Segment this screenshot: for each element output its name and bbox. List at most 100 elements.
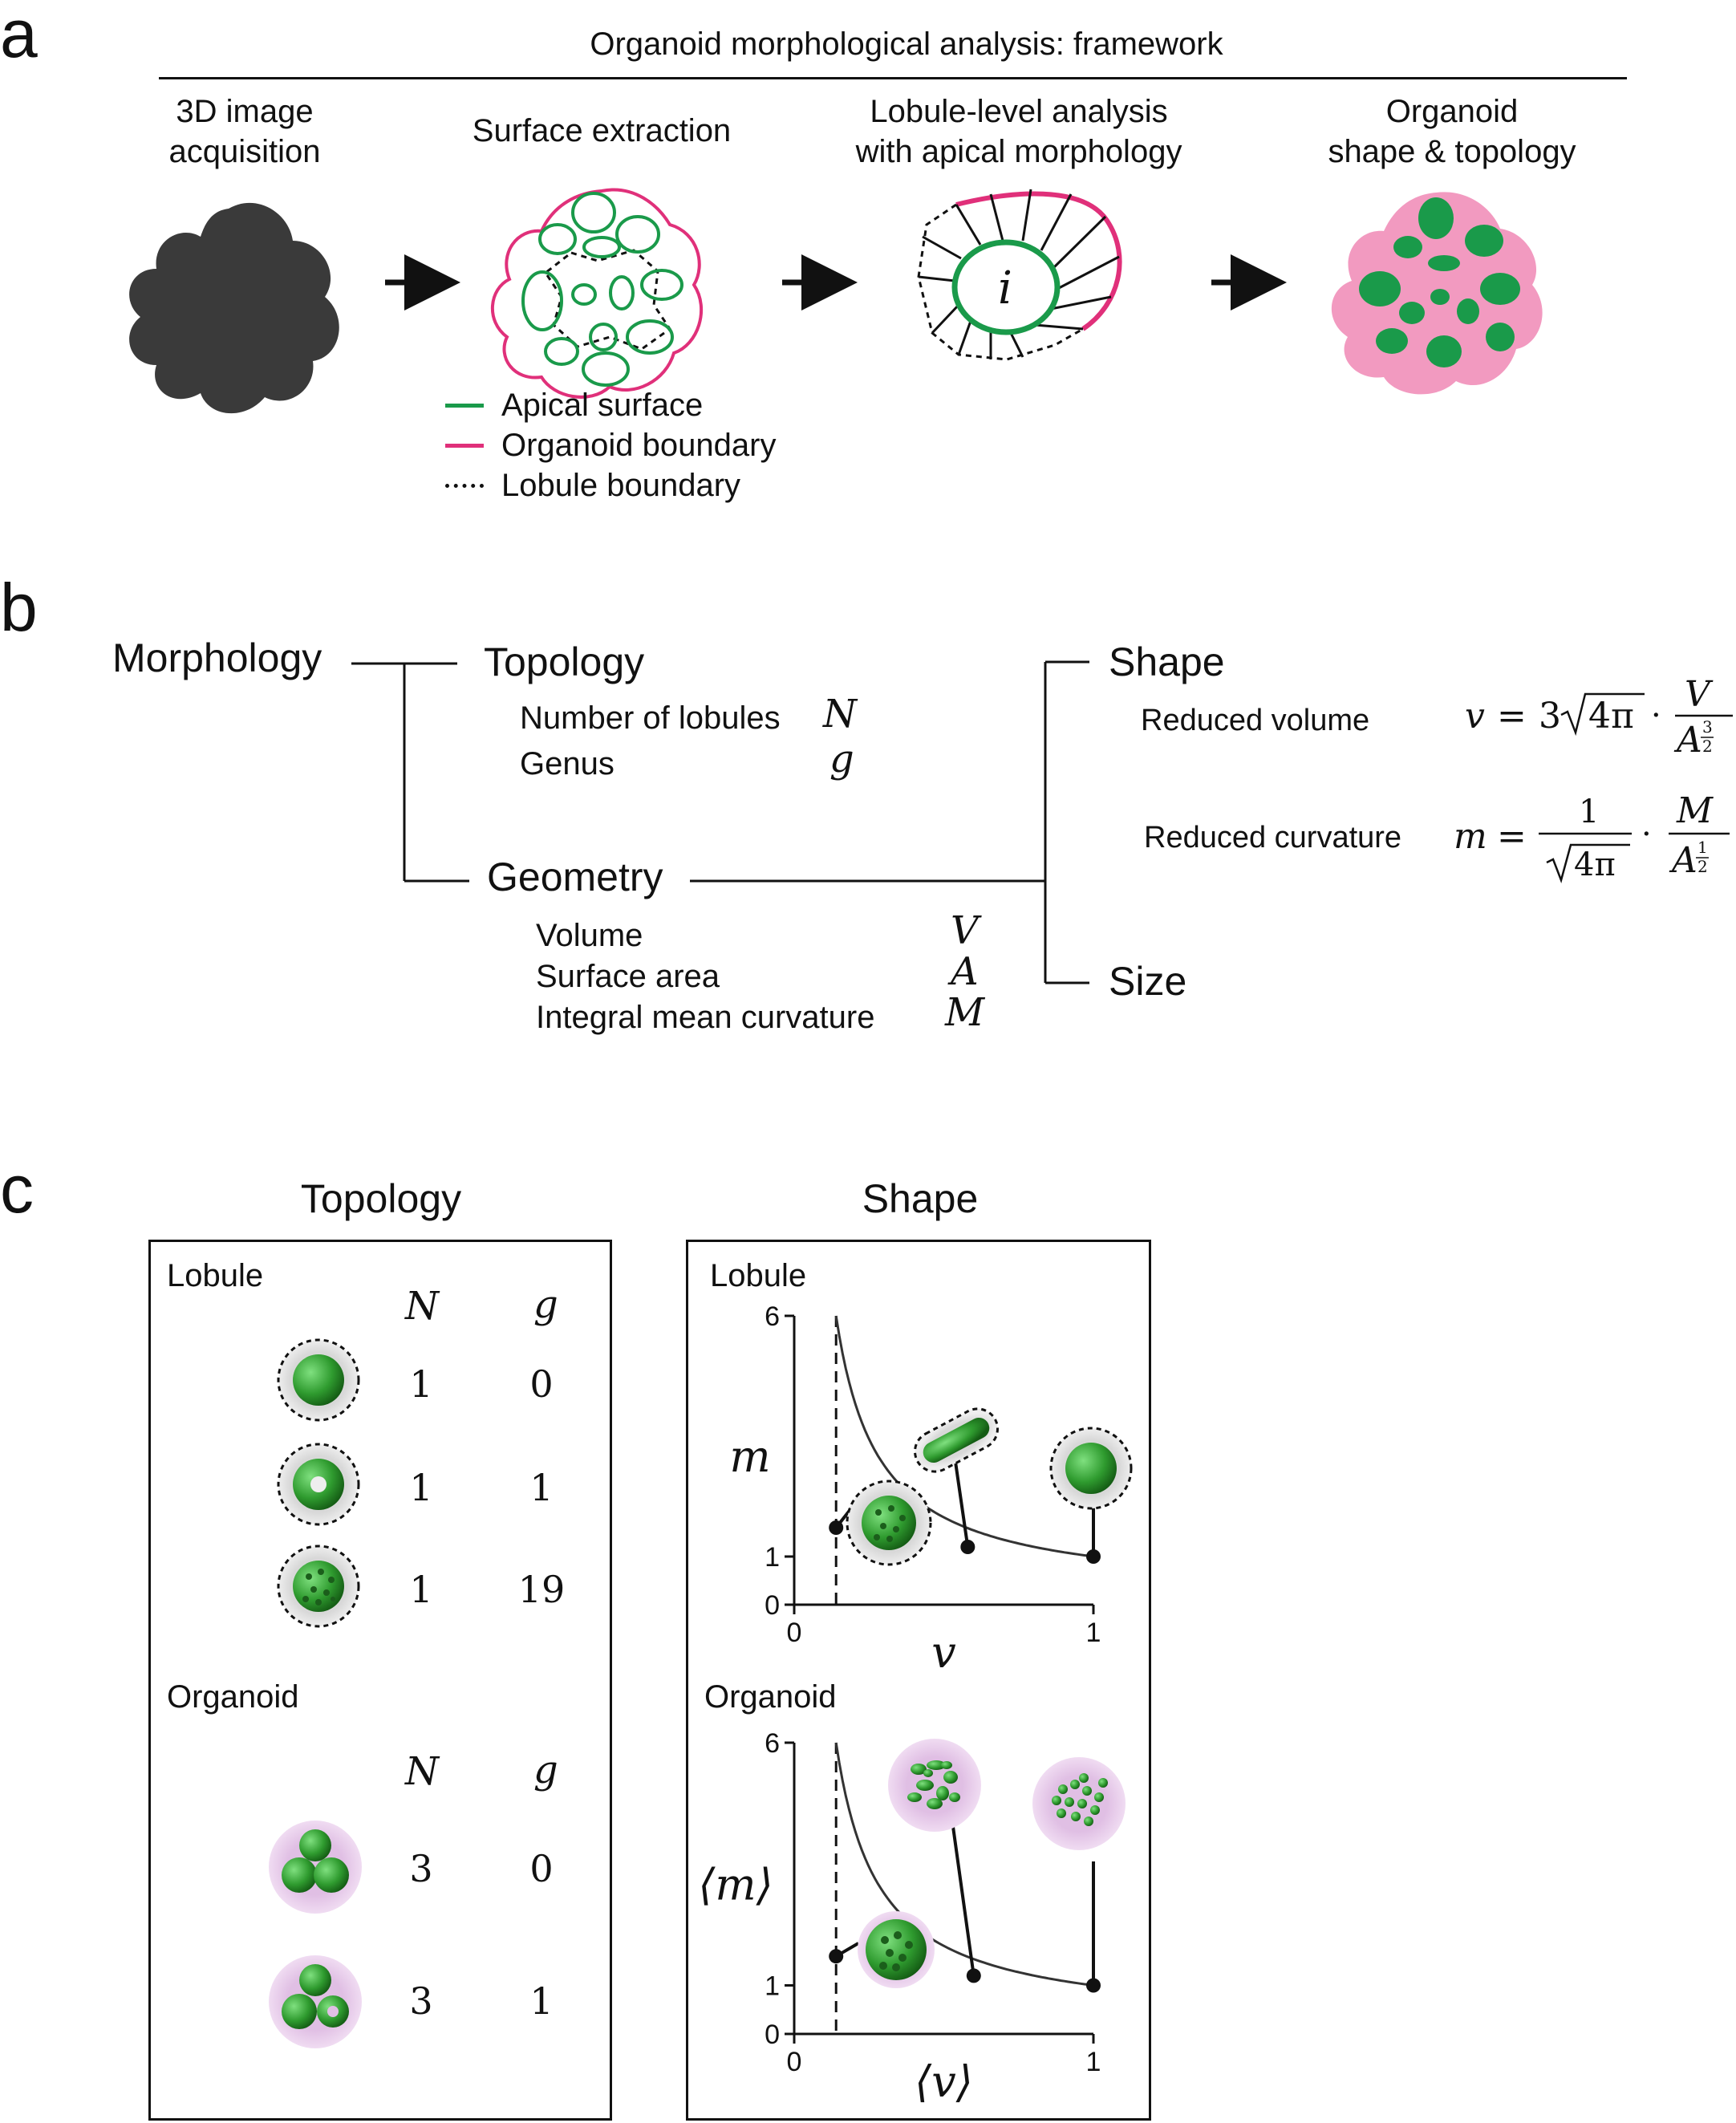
- topology-col-n: N: [405, 1284, 439, 1329]
- dark-organoid-blob: [129, 202, 339, 414]
- organoid-perforation-0: [881, 1936, 889, 1944]
- three-spheres-organoid-icon: [269, 1821, 362, 1914]
- data-point-2: [1086, 1978, 1101, 1993]
- irregular-lobule-6: [927, 1798, 943, 1809]
- leader-line-1: [949, 1808, 975, 1976]
- symbol-m-cap: M: [945, 990, 985, 1035]
- spherical-lobule-10: [1098, 1778, 1108, 1788]
- svg-text:3: 3: [1539, 696, 1561, 737]
- irregular-lobule-8: [923, 1769, 933, 1777]
- topology-column-title: Topology: [300, 1176, 462, 1221]
- data-point-1: [960, 1540, 975, 1554]
- spherical-lobule-11: [1052, 1796, 1061, 1805]
- sphere-icon: [277, 1338, 360, 1422]
- organoid-perforation-1: [894, 1931, 902, 1939]
- y-axis-label: ⟨m⟩: [698, 1860, 773, 1910]
- framework-pipeline-graphic: i: [129, 188, 1543, 414]
- svg-text:1: 1: [1697, 838, 1708, 857]
- irregular-lobule-5: [907, 1792, 922, 1802]
- x-axis-label: v: [931, 1627, 956, 1669]
- topology-lobule-heading: Lobule: [167, 1258, 264, 1293]
- spherical-lobule-5: [1077, 1799, 1087, 1808]
- step-label-surface-extraction: Surface extraction: [472, 113, 732, 148]
- spheres-and-torus-organoid-icon: [269, 1955, 362, 2048]
- y-axis-label: m: [729, 1431, 770, 1482]
- x-tick-label-0: 0: [787, 2047, 802, 2077]
- framework-title: Organoid morphological analysis: framewo…: [590, 26, 1223, 62]
- spherical-lobule-0: [1058, 1784, 1068, 1794]
- topology-organoid-col-g: g: [533, 1748, 558, 1792]
- geometry-item-curvature: Integral mean curvature: [536, 1000, 875, 1035]
- reduced-volume-formula: v = 3 4π · V A 3 2: [1465, 674, 1733, 761]
- spherical-lobule-1: [1070, 1780, 1080, 1789]
- svg-text:2: 2: [1702, 737, 1713, 756]
- step-label-organoid-shape: Organoid shape & topology: [1328, 94, 1576, 169]
- organoid-row1-n: 3: [409, 1847, 433, 1890]
- topology-organoid-heading: Organoid: [167, 1679, 299, 1715]
- spherical-lobules-organoid-icon: [1032, 1757, 1126, 1850]
- organoid-row2-n: 3: [409, 1979, 433, 2023]
- lobule-analysis-graphic: i: [917, 189, 1122, 361]
- irregular-lobules-organoid-icon: [888, 1739, 981, 1832]
- topology-item-genus: Genus: [520, 746, 614, 781]
- y-tick-label-0: 0: [765, 1590, 780, 1621]
- lobule-row2-g: 1: [529, 1466, 554, 1509]
- x-axis-label: ⟨v⟩: [915, 2056, 973, 2107]
- perforation-hole-4: [893, 1526, 899, 1532]
- sphere-chart-icon: [1049, 1427, 1133, 1510]
- irregular-lobule-4: [936, 1786, 949, 1800]
- svg-text:4π: 4π: [1574, 846, 1616, 883]
- lobule-row1-g: 0: [529, 1362, 554, 1406]
- data-point-0: [829, 1520, 844, 1535]
- lobule-index-label: i: [998, 262, 1012, 315]
- data-point-2: [1086, 1549, 1101, 1564]
- rod-chart-icon: [914, 1407, 999, 1473]
- shape-column-title: Shape: [862, 1176, 979, 1221]
- sphere-body: [1065, 1443, 1117, 1494]
- topology-item-lobules: Number of lobules: [520, 700, 781, 736]
- irregular-lobule-9: [941, 1761, 952, 1769]
- x-tick-label-0: 0: [787, 1618, 802, 1648]
- spherical-lobule-4: [1065, 1797, 1074, 1807]
- lobule-row1-n: 1: [409, 1362, 433, 1406]
- topology-col-g: g: [533, 1282, 558, 1327]
- perforation-hole-2: [899, 1515, 906, 1521]
- svg-text:4π: 4π: [1588, 696, 1634, 737]
- shape-box: [686, 1240, 1151, 2121]
- legend: Apical surface Organoid boundary Lobule …: [445, 385, 776, 505]
- spherical-lobule-9: [1084, 1817, 1093, 1826]
- organoid-perforation-2: [905, 1941, 913, 1949]
- reduced-curvature-label: Reduced curvature: [1144, 821, 1402, 854]
- irregular-lobule-0: [911, 1764, 927, 1775]
- spherical-lobule-3: [1094, 1792, 1104, 1802]
- data-point-0: [829, 1949, 844, 1964]
- symbol-n: N: [823, 692, 857, 737]
- svg-text:v: v: [1465, 696, 1485, 737]
- geometry-heading: Geometry: [487, 854, 663, 899]
- spherical-lobule-7: [1057, 1808, 1066, 1818]
- panel-a-letter: a: [0, 0, 38, 71]
- symbol-g: g: [829, 737, 854, 781]
- y-tick-label-6: 6: [765, 1301, 780, 1332]
- perforation-hole-6: [886, 1536, 893, 1542]
- perforation-hole-3: [880, 1523, 886, 1529]
- morphology-root: Morphology: [112, 635, 322, 680]
- organoid-shape-graphic: [1331, 192, 1543, 395]
- x-tick-label-1: 1: [1086, 1618, 1101, 1648]
- legend-swatch-apical: [445, 403, 484, 408]
- torus-icon: [277, 1443, 360, 1526]
- organoid-perforation-5: [879, 1962, 887, 1970]
- irregular-lobule-2: [943, 1771, 958, 1784]
- svg-text:·: ·: [1651, 697, 1661, 734]
- perforation-hole-1: [888, 1505, 894, 1512]
- spherical-lobule-12: [1079, 1773, 1089, 1783]
- y-tick-label-0: 0: [765, 2019, 780, 2050]
- irregular-lobule-7: [949, 1792, 960, 1802]
- svg-text:m: m: [1454, 816, 1487, 857]
- panel-b-letter: b: [0, 570, 38, 645]
- irregular-lobule-3: [916, 1780, 934, 1791]
- svg-text:=: =: [1497, 696, 1527, 737]
- svg-text:A: A: [1669, 840, 1697, 881]
- spherical-lobule-6: [1090, 1805, 1100, 1815]
